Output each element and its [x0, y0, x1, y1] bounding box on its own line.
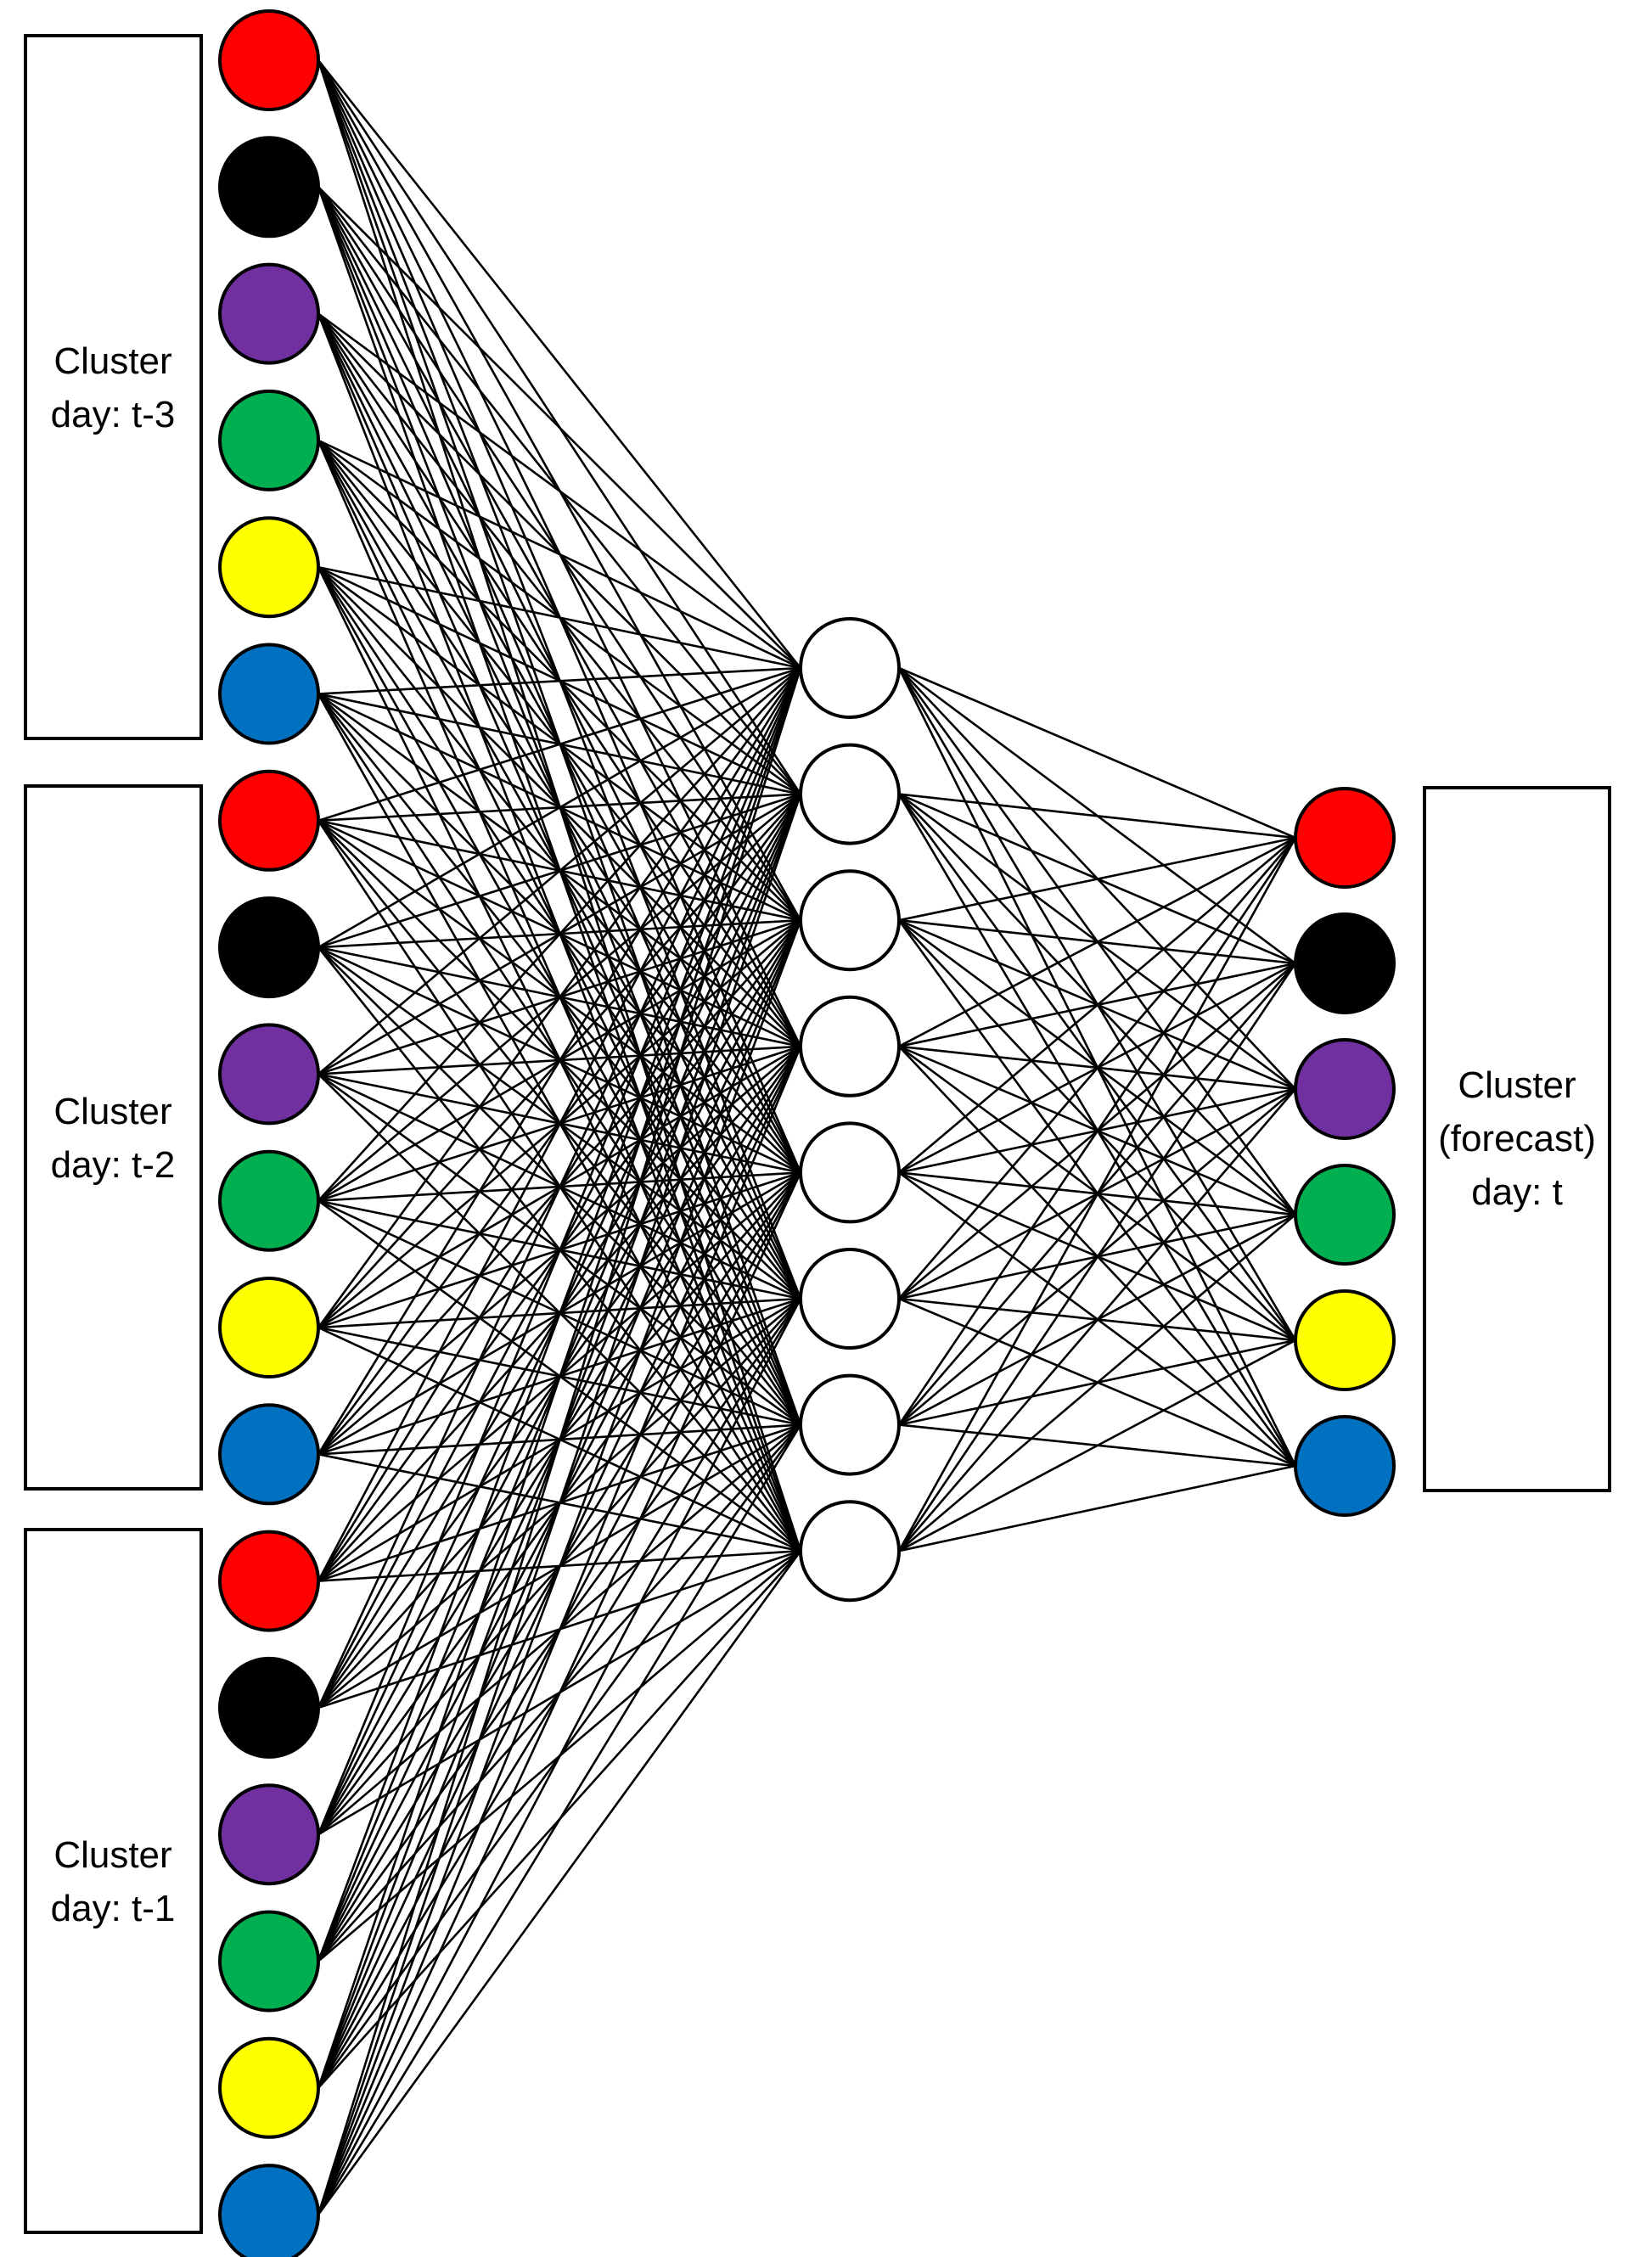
input-hidden-edge [317, 666, 801, 949]
input-node-blue [218, 1403, 320, 1506]
input-node-green [218, 1149, 320, 1252]
hidden-output-edge [898, 793, 1296, 839]
input-node-red [218, 769, 320, 872]
input-group-box [24, 784, 203, 1491]
hidden-node [799, 617, 901, 719]
input-hidden-edge [317, 794, 802, 2215]
input-group-t-2: Cluster day: t-2 [24, 784, 203, 1491]
input-hidden-edge [317, 1550, 802, 2215]
input-group-label-line1: Cluster [53, 340, 171, 382]
output-group-label-line2: (forecast) [1438, 1118, 1596, 1159]
input-node-yellow [218, 2036, 320, 2139]
output-group: Cluster (forecast) day: t [1423, 786, 1611, 1492]
hidden-node [799, 1121, 901, 1224]
input-group-label-line1: Cluster [53, 1091, 171, 1132]
input-hidden-edge [317, 919, 802, 2215]
input-hidden-edge [317, 667, 802, 2089]
output-group-label-line3: day: t [1471, 1171, 1563, 1213]
connection-lines [317, 59, 1297, 2215]
hidden-node [799, 743, 901, 845]
input-node-yellow [218, 1277, 320, 1378]
output-node-black [1294, 912, 1396, 1014]
hidden-output-edge [898, 836, 1296, 922]
input-hidden-edge [317, 667, 802, 1328]
input-hidden-edge [317, 667, 802, 1962]
input-hidden-edge [317, 1046, 802, 2215]
hidden-output-edge [898, 1339, 1296, 1552]
network-nodes [218, 9, 1396, 2257]
input-hidden-edge [317, 1423, 802, 2215]
hidden-node [799, 1500, 901, 1603]
input-hidden-edge [317, 186, 801, 669]
input-hidden-edge [317, 312, 801, 670]
hidden-output-edge [898, 666, 1296, 839]
input-group-box [24, 34, 203, 740]
input-hidden-edge [317, 666, 801, 695]
output-node-blue [1294, 1415, 1396, 1517]
input-node-blue [218, 643, 320, 745]
input-node-purple [218, 1023, 320, 1126]
output-node-red [1294, 787, 1396, 889]
input-node-green [218, 1910, 320, 2013]
input-node-black [218, 896, 320, 999]
input-node-black [218, 136, 320, 239]
input-hidden-edge [317, 439, 801, 670]
input-hidden-edge [317, 666, 801, 823]
hidden-output-edge [898, 836, 1296, 1047]
input-group-t-3: Cluster day: t-3 [24, 34, 203, 740]
input-node-purple [218, 262, 320, 365]
input-node-purple [218, 1783, 320, 1886]
input-hidden-edge [317, 565, 801, 670]
input-node-red [218, 1530, 320, 1632]
input-node-blue [218, 2164, 320, 2257]
output-node-yellow [1294, 1289, 1396, 1391]
output-group-label-line1: Cluster [1458, 1064, 1576, 1106]
input-hidden-edge [317, 1298, 802, 2215]
input-hidden-edge [317, 667, 801, 1075]
output-group-box [1423, 786, 1611, 1492]
hidden-node [799, 869, 901, 972]
input-hidden-edge [317, 667, 802, 1582]
input-hidden-edge [317, 667, 802, 1455]
input-group-label-line2: day: t-2 [51, 1144, 176, 1186]
input-hidden-edge [317, 1171, 802, 2215]
input-group-label-line1: Cluster [53, 1834, 171, 1876]
input-group-label-line2: day: t-1 [51, 1888, 176, 1929]
output-node-green [1294, 1164, 1396, 1266]
input-hidden-edge [317, 667, 801, 1202]
input-hidden-edge [317, 667, 802, 2215]
input-node-yellow [218, 516, 320, 619]
input-node-black [218, 1656, 320, 1759]
hidden-output-edge [898, 837, 1296, 1300]
input-group-label-line2: day: t-3 [51, 394, 176, 435]
hidden-output-edge [897, 963, 1297, 1552]
input-hidden-edge [317, 667, 802, 1709]
hidden-output-edge [898, 1214, 1296, 1552]
input-node-green [218, 389, 320, 491]
input-group-t-1: Cluster day: t-1 [24, 1528, 203, 2234]
input-node-red [218, 9, 320, 111]
input-hidden-edge [317, 59, 802, 669]
hidden-node [799, 995, 901, 1098]
hidden-node [799, 1373, 901, 1476]
output-node-purple [1294, 1038, 1396, 1140]
hidden-output-edge [898, 1464, 1296, 1552]
hidden-output-edge [897, 837, 1297, 1426]
hidden-node [799, 1248, 901, 1350]
hidden-output-edge [898, 837, 1296, 1174]
input-hidden-edge [317, 667, 802, 1835]
hidden-output-edge [898, 1088, 1296, 1552]
input-group-box [24, 1528, 203, 2234]
hidden-output-edge [897, 837, 1297, 1552]
